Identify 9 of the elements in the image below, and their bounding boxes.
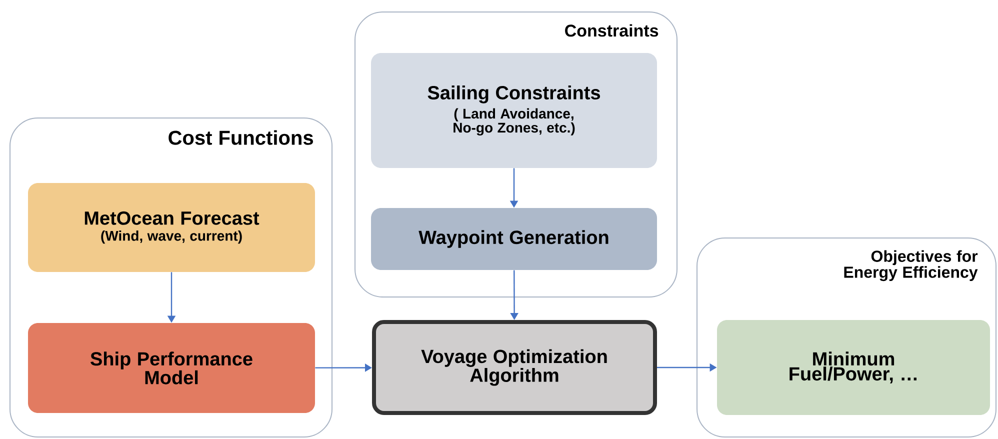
algorithm-box: Voyage Optimization Algorithm xyxy=(372,320,657,415)
panel-title: Objectives for Energy Efficiency xyxy=(844,250,978,282)
process-box: Sailing Constraints ( Land Avoidance, No-go Zones, etc.) xyxy=(371,53,657,168)
process-box: MetOcean Forecast (Wind, wave, current) xyxy=(28,183,315,272)
panel-title: Constraints xyxy=(565,24,658,37)
panel-title: Cost Functions xyxy=(168,130,313,145)
process-box: Minimum Fuel/Power, … xyxy=(717,320,990,415)
process-box: Waypoint Generation xyxy=(371,208,657,270)
process-box: Ship Performance Model xyxy=(28,323,315,413)
